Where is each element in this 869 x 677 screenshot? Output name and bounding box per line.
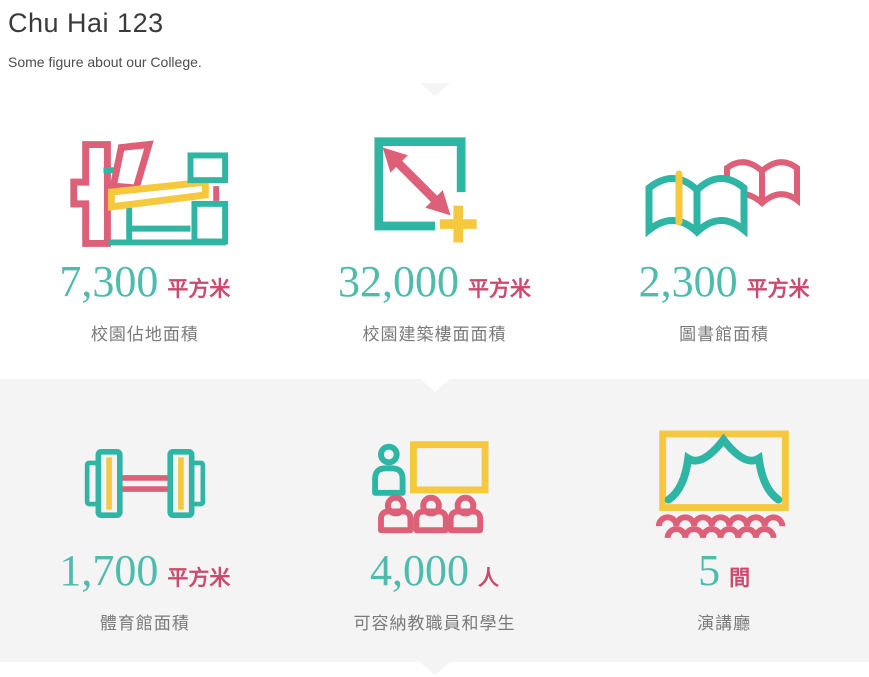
stat-value: 4,000 [370, 546, 469, 595]
stat-value-line: 7,300 平方米 [59, 260, 230, 304]
stat-value: 5 [698, 546, 721, 595]
stat-building-floor-area: 32,000 平方米 校園建築樓面面積 [290, 137, 580, 379]
page-subtitle: Some figure about our College. [8, 54, 202, 70]
campus-buildings-icon [56, 138, 234, 250]
stat-library-area: 2,300 平方米 圖書館面積 [579, 138, 869, 379]
stat-capacity: 4,000 人 可容納教職員和學生 [290, 427, 580, 662]
stats-section-bottom: 1,700 平方米 體育館面積 4,000 人 [0, 379, 869, 662]
stat-value-line: 1,700 平方米 [59, 549, 230, 593]
stat-label: 可容納教職員和學生 [353, 614, 516, 633]
stat-label: 校園佔地面積 [90, 325, 199, 344]
stat-unit: 平方米 [468, 278, 531, 301]
stat-value: 1,700 [59, 546, 159, 595]
stat-value: 2,300 [638, 257, 738, 306]
stat-unit: 平方米 [167, 567, 231, 590]
bottom-divider [0, 662, 869, 677]
stat-value: 7,300 [59, 257, 159, 306]
stats-section-top: 7,300 平方米 校園佔地面積 32,000 平方米 校園建築樓面面積 [0, 98, 869, 379]
floor-area-icon [367, 137, 503, 250]
stat-value-line: 32,000 平方米 [338, 260, 531, 304]
stat-unit: 間 [729, 567, 751, 590]
library-books-icon [634, 138, 814, 250]
page-title: Chu Hai 123 [8, 8, 164, 38]
header: Chu Hai 123 Some figure about our Colleg… [0, 0, 869, 83]
stat-unit: 人 [478, 567, 499, 590]
classroom-people-icon [356, 427, 514, 539]
stat-label: 體育館面積 [99, 614, 190, 633]
stat-value-line: 4,000 人 [370, 549, 499, 593]
chevron-down-icon [419, 662, 450, 675]
stat-unit: 平方米 [746, 278, 810, 301]
gym-dumbbell-icon [75, 427, 215, 539]
stat-campus-land-area: 7,300 平方米 校園佔地面積 [0, 138, 290, 379]
stat-value: 32,000 [338, 257, 459, 306]
stat-label: 演講廳 [697, 614, 752, 633]
chevron-down-icon [419, 83, 450, 96]
stat-label: 校園建築樓面面積 [362, 325, 507, 344]
stat-value-line: 2,300 平方米 [639, 260, 810, 304]
stat-unit: 平方米 [167, 278, 231, 301]
stat-label: 圖書館面積 [679, 325, 770, 344]
section-divider [0, 83, 869, 98]
chevron-down-icon [419, 379, 450, 392]
stat-gym-area: 1,700 平方米 體育館面積 [0, 427, 290, 662]
section-notch [419, 379, 450, 392]
lecture-hall-icon [648, 427, 800, 539]
